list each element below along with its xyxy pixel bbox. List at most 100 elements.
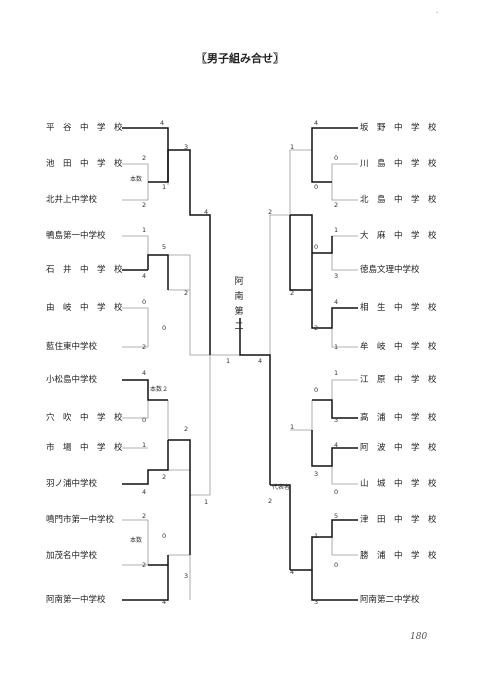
score: 4 [258, 357, 263, 365]
score: 1 [142, 226, 147, 234]
score: 3 [184, 143, 189, 151]
left-win-r2-c [168, 439, 191, 495]
left-win-14 [122, 564, 169, 601]
score: 2 [142, 154, 147, 162]
right-pair-6-7-bottom [331, 308, 358, 348]
score: 3 [334, 272, 339, 280]
note-1: 本数 [130, 176, 143, 183]
score: 4 [142, 488, 147, 496]
score: 3 [184, 572, 189, 580]
corner-mark: 、 [436, 8, 443, 15]
score: 1 [204, 498, 209, 506]
right-win-10 [311, 430, 358, 467]
right-win-semi-bottom [270, 484, 291, 570]
score: 4 [204, 208, 209, 216]
left-pair-8-9-bottom [122, 380, 149, 419]
score: 1 [334, 226, 339, 234]
score: 2 [162, 473, 167, 481]
score: 2 [334, 201, 339, 209]
score: 2 [268, 497, 273, 505]
score: 5 [334, 512, 339, 520]
note-3: 本数 [130, 537, 143, 544]
left-school-6: 由 岐 中 学 校 [46, 303, 123, 313]
right-school-4: 大 麻 中 学 校 [360, 231, 437, 241]
bracket-thin-lines [122, 149, 358, 600]
score: 2 [142, 343, 147, 351]
left-school-2: 池 田 中 学 校 [46, 159, 123, 169]
score: 4 [142, 272, 147, 280]
score: 2 [142, 201, 147, 209]
bracket-winner-lines [122, 127, 358, 601]
right-win-14 [311, 570, 358, 601]
left-school-11: 羽ノ浦中学校 [46, 479, 98, 489]
left-school-12: 鳴門市第一中学校 [46, 515, 115, 525]
right-school-9: 高 浦 中 学 校 [360, 413, 437, 423]
right-win-r2-b [290, 214, 313, 290]
left-r2-c-stub [168, 440, 191, 471]
score: 0 [142, 416, 147, 424]
right-pair-12-13-bottom [331, 520, 358, 556]
score: 4 [142, 369, 147, 377]
score: 1 [290, 423, 295, 431]
left-school-14: 阿南第一中学校 [46, 595, 106, 605]
left-win-5-up [147, 254, 169, 290]
left-school-7: 藍住東中学校 [46, 342, 98, 352]
right-school-12: 津 田 中 学 校 [360, 515, 437, 525]
score: 0 [162, 532, 167, 540]
right-pair-2-3 [331, 163, 358, 201]
score: 4 [290, 568, 295, 576]
score: 5 [162, 243, 167, 251]
score: 4 [162, 598, 167, 606]
champion-name: 阿 南 第 二 [232, 275, 246, 335]
right-win-12 [290, 519, 358, 571]
score: 3 [314, 598, 319, 606]
score: 0 [314, 243, 319, 251]
score: 4 [334, 298, 339, 306]
right-school-14: 阿南第二中学校 [360, 595, 420, 605]
right-school-11: 山 城 中 学 校 [360, 479, 437, 489]
right-school-6: 相 生 中 学 校 [360, 303, 437, 313]
score: 0 [334, 154, 339, 162]
score: 3 [334, 416, 339, 424]
score: 0 [314, 183, 319, 191]
right-school-7: 牟 岐 中 学 校 [360, 342, 437, 352]
left-semi-top-stub [189, 290, 210, 356]
score: 1 [334, 343, 339, 351]
score: 0 [334, 561, 339, 569]
left-r2-b [168, 254, 191, 291]
score: 4 [160, 119, 165, 127]
right-win-1 [311, 127, 358, 183]
left-school-4: 鴨島第一中学校 [46, 231, 106, 241]
right-win-semi-top [289, 215, 312, 291]
right-school-8: 江 原 中 学 校 [360, 375, 437, 385]
score: 2 [142, 561, 147, 569]
champion-char-3: 第 [234, 307, 244, 317]
left-school-10: 市 場 中 学 校 [46, 443, 123, 453]
right-win-6 [311, 290, 358, 329]
left-school-8: 小松島中学校 [46, 375, 98, 385]
left-pair-4-5-top [122, 235, 149, 270]
score: 1 [314, 532, 319, 540]
left-win-path-1 [167, 149, 211, 355]
right-pair-10-11-bottom [331, 448, 358, 485]
right-school-10: 阿 波 中 学 校 [360, 443, 437, 453]
right-pair-8-9 [331, 379, 358, 418]
left-school-13: 加茂名中学校 [46, 551, 98, 561]
left-school-5: 石 井 中 学 校 [46, 265, 123, 275]
note-2: 本数２ [150, 386, 169, 393]
score: 2 [290, 289, 295, 297]
score: 3 [314, 470, 319, 478]
score: 0 [142, 298, 147, 306]
left-win-11 [122, 440, 169, 485]
score: 0 [162, 324, 167, 332]
score: 2 [184, 289, 189, 297]
left-win-8 [122, 379, 168, 401]
score: 2 [184, 425, 189, 433]
score: 4 [314, 119, 319, 127]
score: 1 [334, 369, 339, 377]
right-school-2: 川 島 中 学 校 [360, 159, 437, 169]
champion-char-2: 南 [234, 292, 244, 302]
right-school-1: 坂 野 中 学 校 [360, 123, 437, 133]
left-school-1: 平 谷 中 学 校 [46, 123, 123, 133]
